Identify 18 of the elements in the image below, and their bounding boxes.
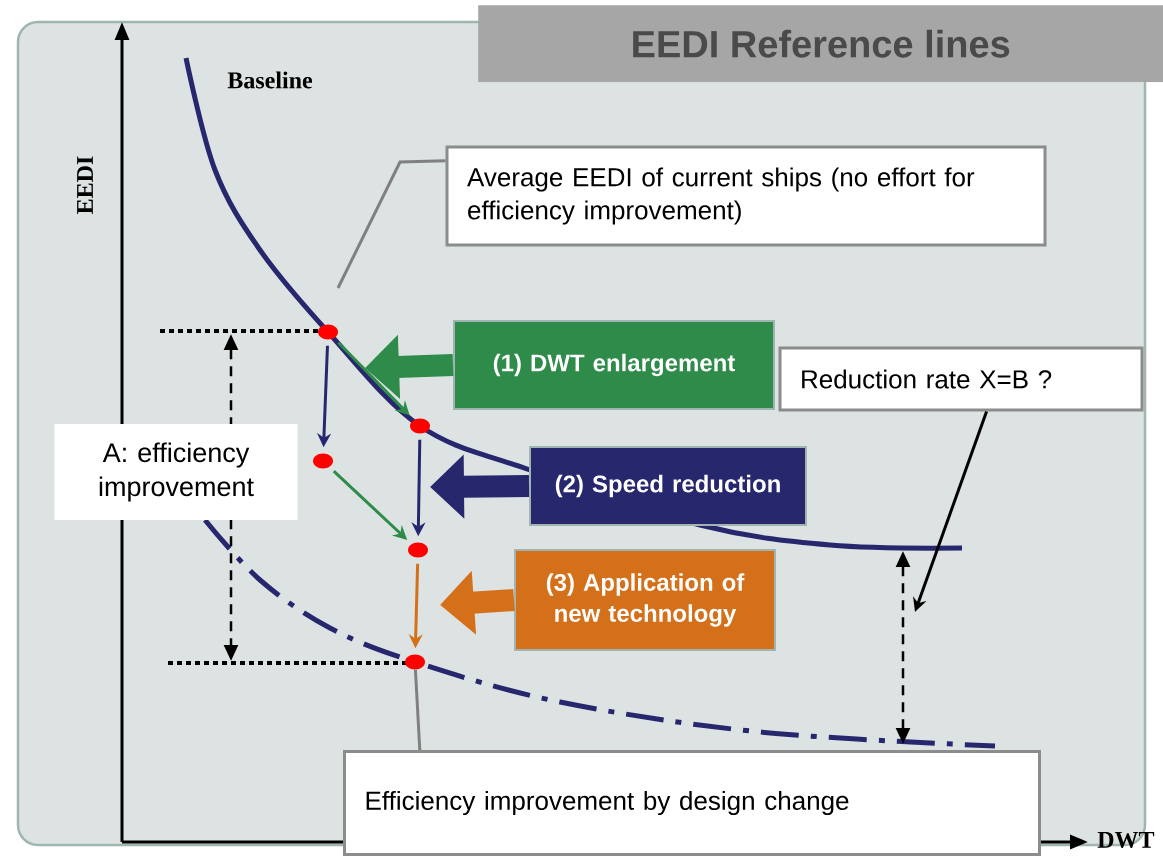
callout-box: A: efficiency improvement: [54, 424, 298, 520]
axis-label: DWT: [1097, 831, 1155, 849]
leader-line: [413, 669, 422, 751]
measure-box: (3) Application of new technology: [514, 549, 776, 651]
leader-line: [336, 159, 446, 289]
callout-box: Reduction rate X=B ?: [778, 346, 1144, 412]
measure-box: (1) DWT enlargement: [453, 320, 775, 410]
curve-label: Baseline: [227, 71, 313, 89]
callout-box: Efficiency improvement by design change: [343, 750, 1041, 856]
title-banner: EEDI Reference lines: [478, 5, 1163, 83]
point-marker: [318, 324, 338, 340]
point-marker: [313, 453, 333, 469]
point-marker: [410, 418, 430, 434]
callout-box: Average EEDI of current ships (no effort for efficiency improvement): [445, 145, 1047, 247]
measure-box: (2) Speed reduction: [529, 446, 807, 526]
axis-label: EEDI: [77, 156, 93, 214]
point-marker: [408, 542, 428, 558]
point-marker: [405, 654, 425, 670]
